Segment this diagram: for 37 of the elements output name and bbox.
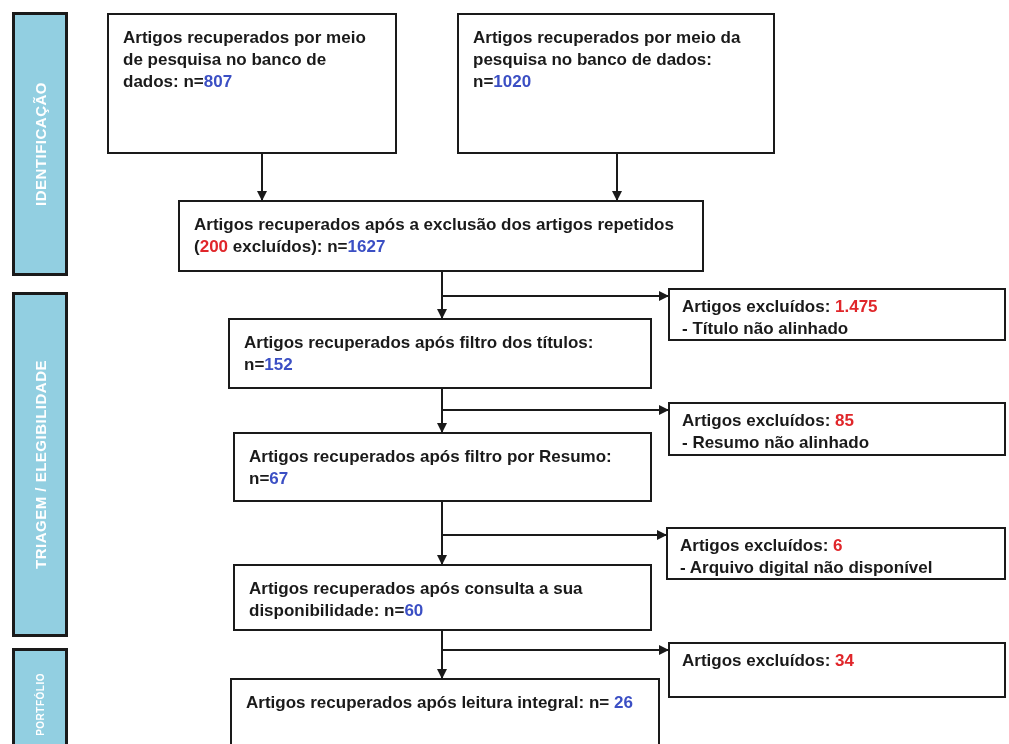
arrow	[441, 271, 669, 301]
exclusion-box	[668, 288, 1006, 341]
box-text: Artigos excluídos: 34	[682, 650, 855, 672]
phase-label: PORTFÓLIO	[34, 672, 46, 736]
arrow	[257, 153, 267, 201]
box-text: Artigos recuperados após filtro por Resumo: n=67	[249, 446, 613, 491]
box-text: - Arquivo digital não disponível	[680, 557, 934, 580]
phase-label: TRIAGEM / ELEGIBILIDADE	[31, 360, 49, 569]
exclusion-box	[668, 642, 1006, 698]
process-box	[233, 564, 652, 631]
arrow	[441, 630, 669, 655]
box-text: - Título não alinhado	[682, 318, 850, 341]
box-text: Artigos excluídos: 6	[680, 535, 844, 557]
phase-band	[12, 12, 68, 276]
process-box	[107, 13, 397, 154]
box-text: Artigos recuperados após a exclusão dos artigos repetidos (200 excluídos): n=1627	[194, 214, 675, 259]
exclusion-box	[668, 402, 1006, 456]
process-box	[230, 678, 660, 744]
phase-label: IDENTIFICAÇÃO	[31, 82, 49, 206]
arrow	[441, 388, 669, 415]
box-text: Artigos excluídos: 85	[682, 410, 855, 432]
exclusion-box	[666, 527, 1006, 580]
box-text: Artigos recuperados por meio da pesquisa no banco de dados: n=1020	[473, 27, 742, 94]
process-box	[233, 432, 652, 502]
box-text: Artigos recuperados após filtro dos títulos: n=152	[244, 332, 595, 377]
box-text: - Resumo não alinhado	[682, 432, 871, 455]
process-box	[178, 200, 704, 272]
process-box	[457, 13, 775, 154]
phase-band	[12, 648, 68, 744]
process-box	[228, 318, 652, 389]
arrow	[441, 501, 667, 540]
arrow	[612, 153, 622, 201]
box-text: Artigos recuperados por meio de pesquisa no banco de dados: n=807	[123, 27, 367, 94]
phase-band	[12, 292, 68, 637]
box-text: Artigos excluídos: 1.475	[682, 296, 879, 318]
box-text: Artigos recuperados após consulta a sua disponibilidade: n=60	[249, 578, 584, 623]
box-text: Artigos recuperados após leitura integral: n= 26	[246, 692, 634, 714]
